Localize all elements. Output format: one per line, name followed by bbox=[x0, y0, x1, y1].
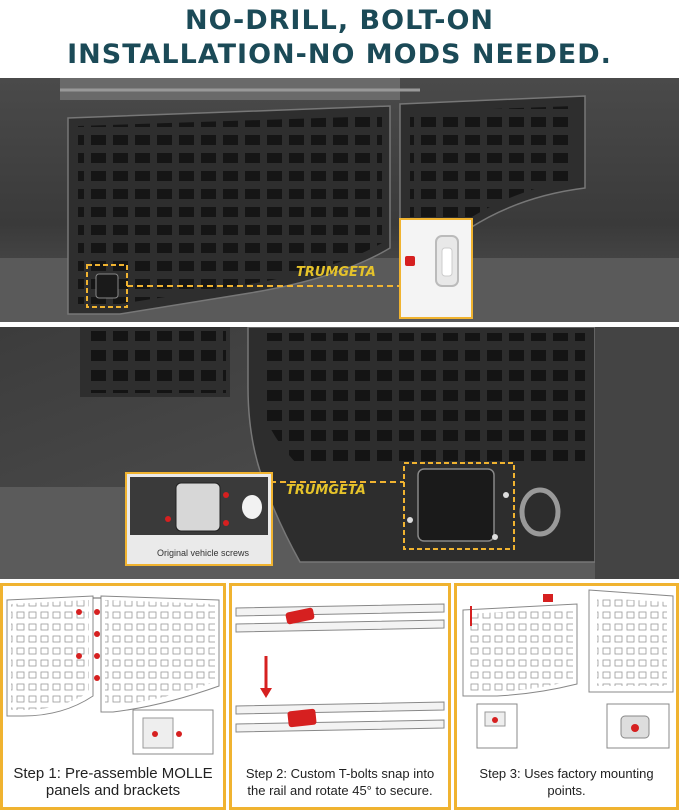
step-2-card: Step 2: Custom T-bolts snap into the rai… bbox=[229, 583, 451, 810]
brand-logo-middle: TRUMGETA bbox=[286, 483, 366, 498]
inset-caption: Original vehicle screws bbox=[156, 548, 250, 558]
headline: NO-DRILL, BOLT-ON INSTALLATION-NO MODS N… bbox=[0, 0, 679, 78]
brand-logo-top: TRUMGETA bbox=[296, 265, 376, 280]
step-1-label: Step 1: Pre-assemble MOLLE panels and br… bbox=[13, 765, 213, 799]
headline-line-1: NO-DRILL, BOLT-ON bbox=[184, 5, 495, 36]
step-2-label: Step 2: Custom T-bolts snap into the rai… bbox=[245, 766, 435, 798]
installation-steps: Step 1: Pre-assemble MOLLE panels and br… bbox=[0, 583, 679, 810]
arrow-down-icon bbox=[260, 688, 272, 698]
headline-line-2: INSTALLATION-NO MODS NEEDED. bbox=[67, 39, 612, 70]
step-2-illustration bbox=[235, 603, 445, 733]
photo-bracket-closeup: TRUMGETA bbox=[0, 327, 679, 579]
step-1-illustration bbox=[6, 595, 220, 755]
photo-panels-installed: TRUMGETA bbox=[0, 78, 679, 322]
step-3-illustration bbox=[462, 589, 674, 749]
step-3-label: Step 3: Uses factory mounting points. bbox=[479, 766, 654, 798]
step-3-card: Step 3: Uses factory mounting points. bbox=[454, 583, 679, 810]
step-1-card: Step 1: Pre-assemble MOLLE panels and br… bbox=[0, 583, 226, 810]
